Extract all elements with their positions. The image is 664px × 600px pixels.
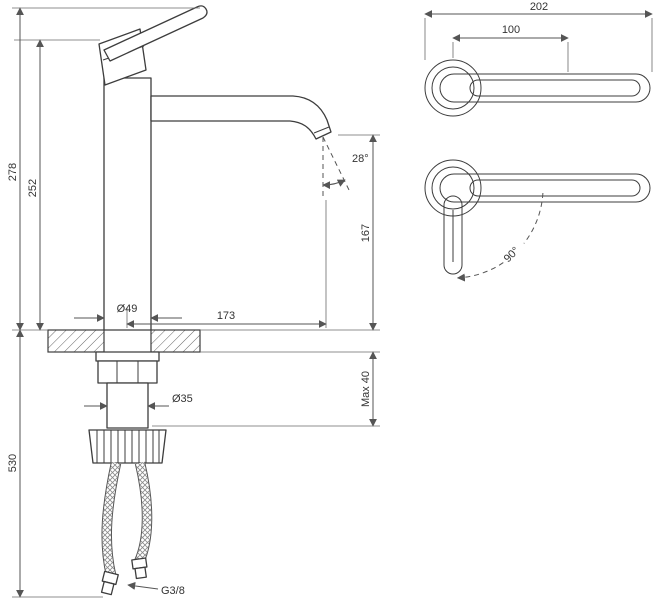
dim-label-body-height: 252 (27, 179, 39, 197)
fixing-nut (88, 429, 167, 464)
mounting-hardware (95, 351, 160, 429)
supply-hoses (100, 461, 153, 596)
top-view-handle-rotated: 90° (424, 159, 651, 282)
dim-label-handle-grip: 100 (502, 24, 520, 36)
dim-label-swing-angle: 90° (502, 245, 522, 265)
dim-label-spout-reach: 173 (217, 310, 235, 322)
dim-label-connection-thread: G3/8 (161, 585, 185, 597)
top-view-handle (424, 59, 651, 117)
hose-fitting-right (131, 557, 148, 580)
dim-label-body-diameter: Ø49 (117, 303, 138, 315)
dim-label-hose-length: 530 (7, 454, 19, 472)
counter-section (47, 329, 201, 353)
top-view-dimensions: 202 100 (424, 1, 653, 72)
handle-lever (98, 5, 208, 86)
dimension-lines: 278 252 530 Ø49 173 167 Max 40 Ø35 G3/8 (7, 7, 380, 598)
dim-label-spout-angle: 28° (352, 153, 369, 165)
dim-label-handle-total: 202 (530, 1, 548, 13)
faucet-body (103, 77, 152, 331)
dim-label-total-height: 278 (7, 163, 19, 181)
hose-fitting-left (100, 570, 119, 596)
dim-label-max-deck: Max 40 (360, 371, 372, 407)
dim-label-spout-height: 167 (360, 224, 372, 242)
spout (150, 95, 332, 140)
spray-angle: 28° (322, 136, 369, 198)
dim-label-shank-diameter: Ø35 (172, 393, 193, 405)
